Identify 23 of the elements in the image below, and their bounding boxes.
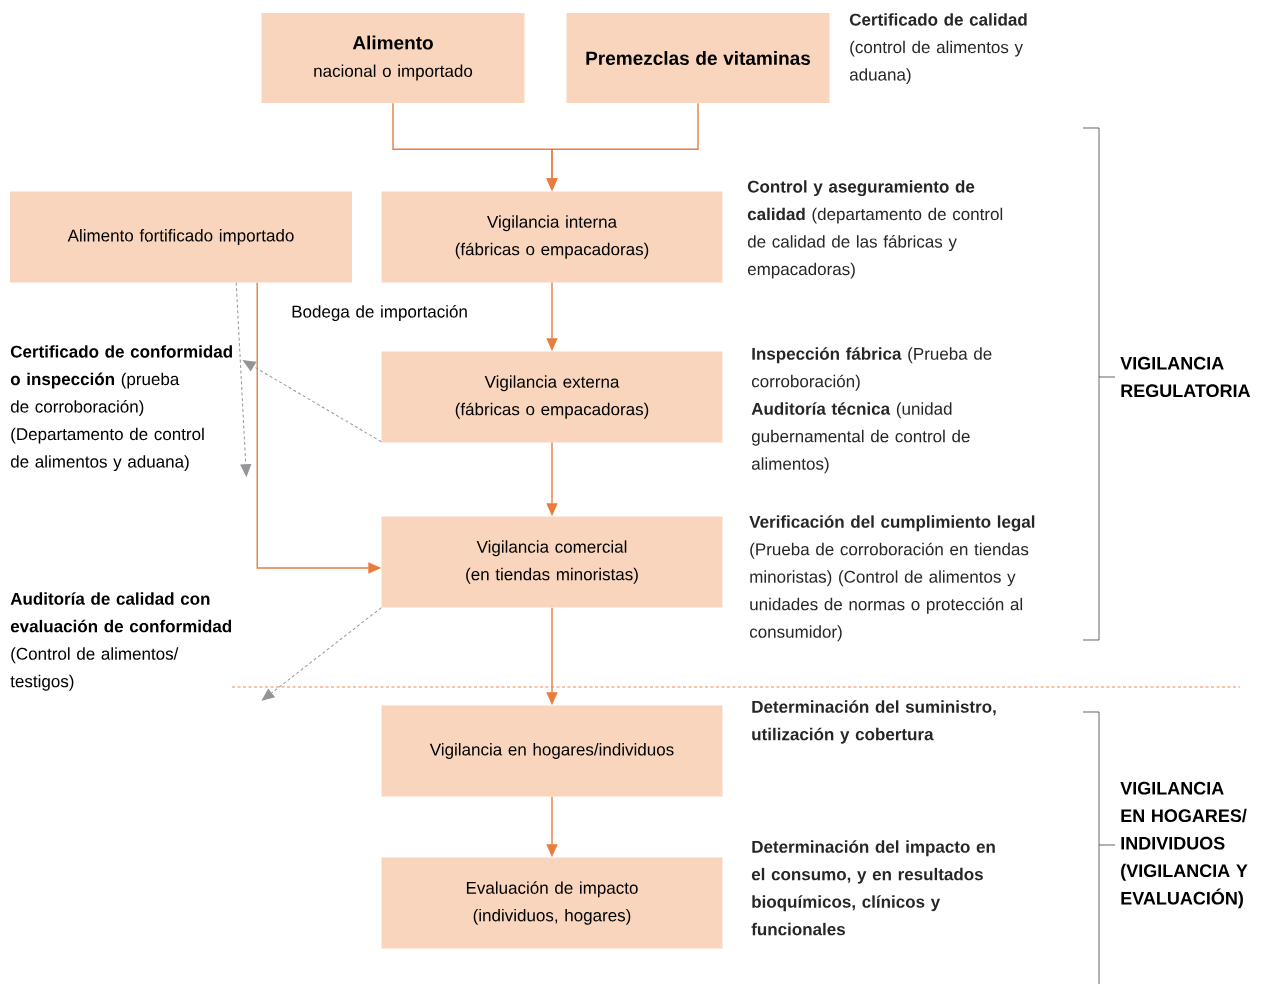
process-box: Vigilancia interna (fábricas o empacadoras) [381,191,723,283]
note-text: Auditoría de calidad con evaluación de conformidad (Control de alimentos/ testigos) [10,592,232,691]
side-note: Control y aseguramiento de calidad (departamento de control de calidad de las fábricas y empacadoras) [747,180,1003,279]
process-box: Vigilancia externa (fábricas o empacadoras) [381,351,723,443]
process-box: Vigilancia en hogares/individuos [381,705,723,797]
side-note: Certificado de calidad (control de alimentos y aduana) [849,13,1027,85]
process-box: Vigilancia comercial (en tiendas minoristas) [381,516,723,608]
note-text: Certificado de conformidad o inspección (prueba de corroboración) (Departamento de control de alimentos y aduana) [10,345,232,472]
arrow [261,607,382,701]
side-note: Auditoría técnica (unidad gubernamental de control de alimentos) [751,402,970,474]
process-box: Evaluación de impacto (individuos, hogares) [381,857,723,949]
section-label: VIGILANCIA EN HOGARES/ INDIVIDUOS (VIGILANCIA Y EVALUACIÓN) [1120,781,1248,909]
side-note: Inspección fábrica (Prueba de corroboración) [751,347,992,391]
side-note: Verificación del cumplimiento legal (Prueba de corroboración en tiendas minoristas) (Control de alimentos y unidades de normas o protección al consumidor) [749,515,1035,642]
arrow [243,360,382,443]
side-note: Determinación del suministro, utilización y cobertura [752,700,996,744]
text-label: Bodega de importación [292,305,467,321]
side-note: Determinación del impacto en el consumo, y en resultados bioquímicos, clínicos y funcionales [751,840,995,936]
process-box: Alimento nacional o importado [261,13,525,103]
section-label: VIGILANCIA REGULATORIA [1120,356,1251,398]
process-box: Alimento fortificado importado [10,191,352,283]
process-box: Premezclas de vitaminas [566,13,830,103]
arrow [235,282,252,477]
